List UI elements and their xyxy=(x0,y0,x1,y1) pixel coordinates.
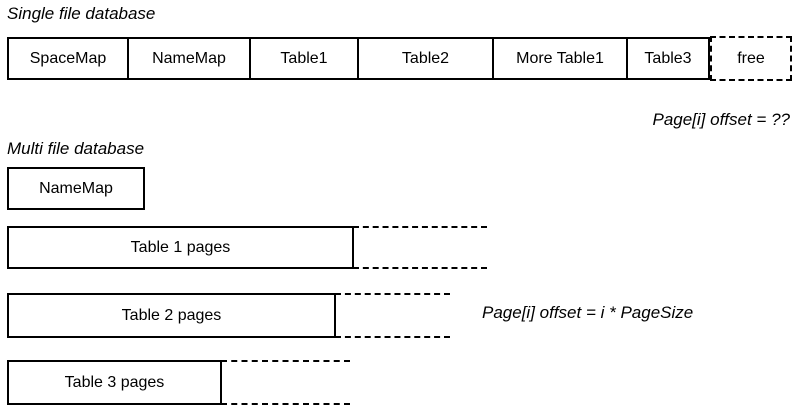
multi-file-offset-annotation: Page[i] offset = i * PageSize xyxy=(482,303,694,322)
growth-tail-table3 xyxy=(221,360,350,405)
segment-namemap: NameMap xyxy=(128,37,250,80)
growth-tail-table1 xyxy=(353,226,487,269)
segment-table3: Table3 xyxy=(627,37,710,80)
file-box-table2-pages: Table 2 pages xyxy=(7,293,336,338)
segment-table2: Table2 xyxy=(358,37,493,80)
file-box-table3-pages: Table 3 pages xyxy=(7,360,222,405)
single-file-layout-strip: SpaceMap NameMap Table1 Table2 More Tabl… xyxy=(7,37,710,80)
segment-table1: Table1 xyxy=(250,37,358,80)
segment-free-space: free xyxy=(710,36,792,81)
single-file-offset-annotation: Page[i] offset = ?? xyxy=(652,110,790,129)
segment-more-table1: More Table1 xyxy=(493,37,627,80)
file-box-namemap: NameMap xyxy=(7,167,145,210)
single-file-database-caption: Single file database xyxy=(7,4,156,23)
segment-spacemap: SpaceMap xyxy=(7,37,128,80)
growth-tail-table2 xyxy=(335,293,450,338)
multi-file-database-caption: Multi file database xyxy=(7,139,145,158)
file-box-table1-pages: Table 1 pages xyxy=(7,226,354,269)
